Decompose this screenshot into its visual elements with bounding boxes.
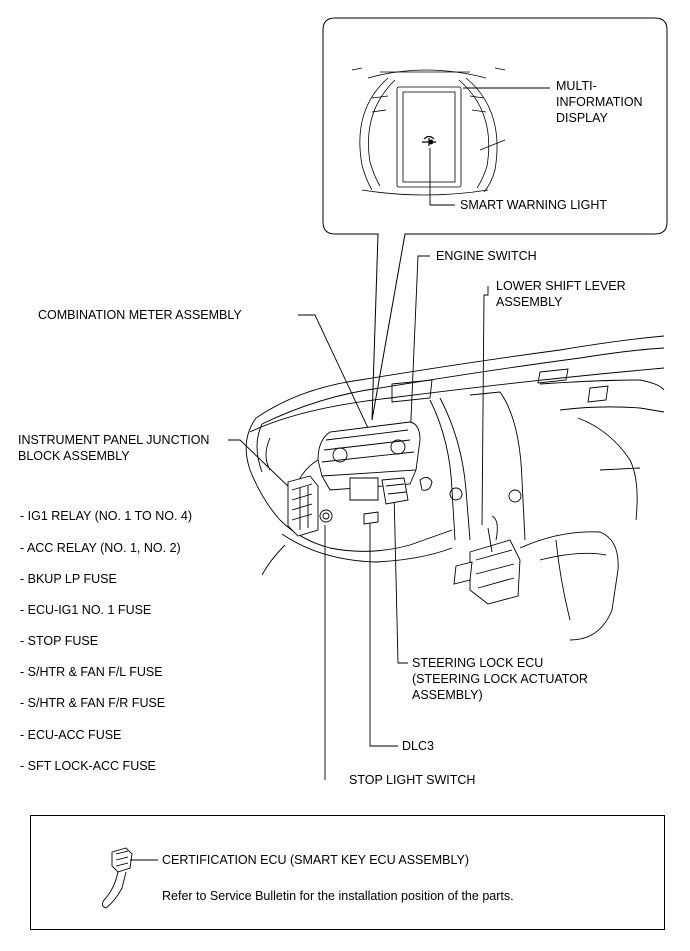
label-instrument-panel-junction-block: INSTRUMENT PANEL JUNCTION BLOCK ASSEMBLY — [18, 433, 210, 463]
dashboard-outline — [245, 335, 665, 641]
list-item: - IG1 RELAY (NO. 1 TO NO. 4) — [20, 509, 193, 523]
note-text: Refer to Service Bulletin for the instal… — [162, 889, 514, 903]
list-item: - ECU-IG1 NO. 1 FUSE — [20, 603, 152, 617]
label-engine-switch: ENGINE SWITCH — [436, 249, 537, 263]
label-lower-shift-lever: LOWER SHIFT LEVER ASSEMBLY — [496, 279, 626, 309]
list-item: - S/HTR & FAN F/R FUSE — [20, 696, 166, 710]
cluster-detail-view — [351, 67, 506, 196]
label-steering-lock-ecu: STEERING LOCK ECU (STEERING LOCK ACTUATO… — [412, 656, 588, 702]
label-combination-meter: COMBINATION METER ASSEMBLY — [38, 308, 242, 322]
callout-balloon — [322, 17, 668, 421]
steering-column-drawing — [319, 477, 433, 525]
list-item: - ECU-ACC FUSE — [20, 728, 122, 742]
list-item: - S/HTR & FAN F/L FUSE — [20, 665, 163, 679]
certification-ecu-icon — [101, 847, 158, 909]
note-box — [30, 815, 665, 930]
junction-block-drawing — [287, 475, 319, 537]
list-item: - ACC RELAY (NO. 1, NO. 2) — [20, 541, 181, 555]
shift-lever-drawing — [453, 515, 521, 605]
list-item: - BKUP LP FUSE — [20, 572, 117, 586]
label-certification-ecu: CERTIFICATION ECU (SMART KEY ECU ASSEMBL… — [162, 853, 470, 867]
list-item: - STOP FUSE — [20, 634, 99, 648]
label-smart-warning-light: SMART WARNING LIGHT — [460, 198, 608, 212]
label-dlc3: DLC3 — [402, 739, 434, 753]
list-item: - SFT LOCK-ACC FUSE — [20, 759, 156, 773]
label-stop-light-switch: STOP LIGHT SWITCH — [349, 773, 476, 787]
label-multi-information-display: MULTI- INFORMATION DISPLAY — [556, 79, 643, 125]
leader-lines — [228, 87, 550, 780]
